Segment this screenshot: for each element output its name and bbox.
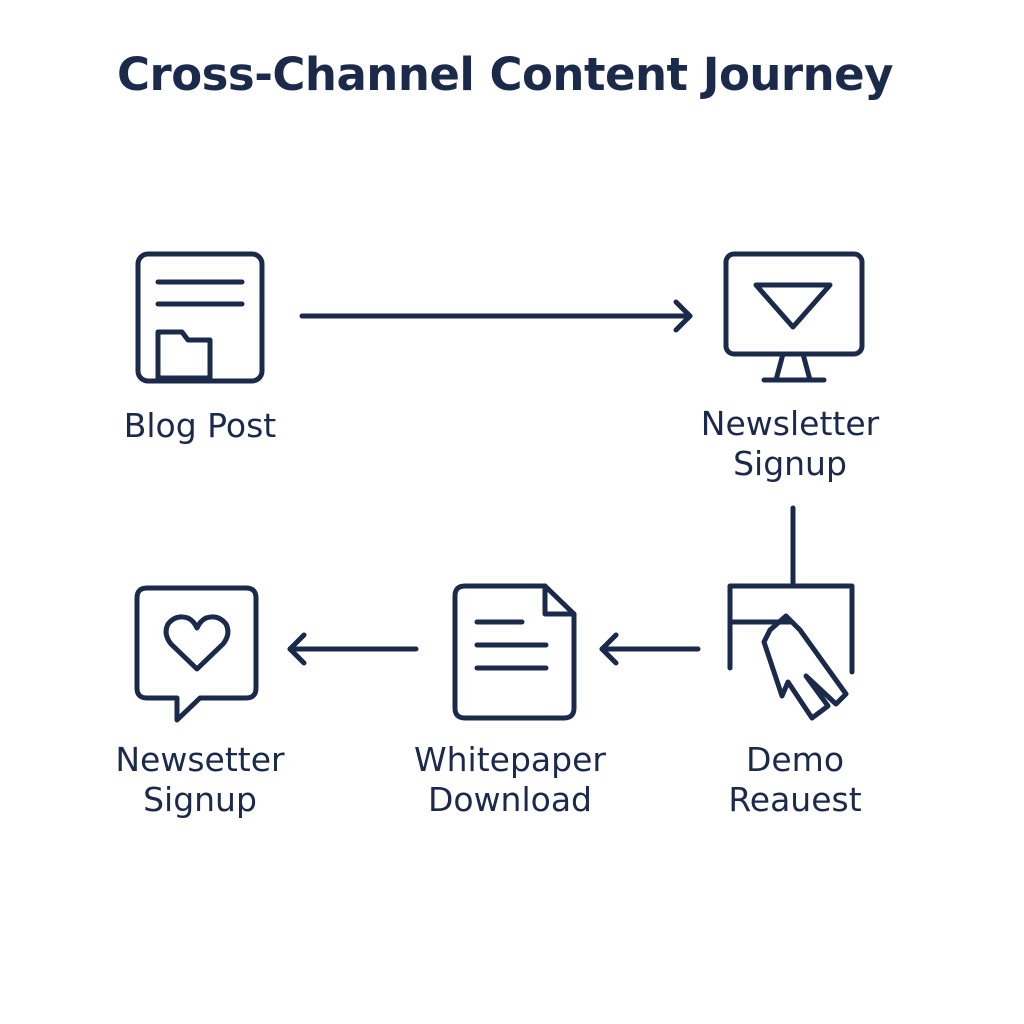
edge-whitepaper-to-newsletter [287,632,419,666]
edge-blog-to-newsletter [299,299,693,333]
node-label-whitepaper-download: Whitepaper Download [390,740,630,820]
node-label-newsletter-signup: Newsletter Signup [670,404,910,484]
article-icon [135,251,265,384]
heart-chat-icon [134,585,259,723]
node-label-line: Download [427,780,593,819]
monitor-icon [723,251,865,383]
node-label-newsetter-signup: Newsetter Signup [85,740,315,820]
node-label-line: Signup [143,780,257,819]
edge-demo-to-whitepaper [599,632,701,666]
diagram-title: Cross-Channel Content Journey [117,48,894,101]
node-label-line: Signup [733,444,847,483]
click-hand-icon [727,583,855,721]
node-label-line: Reauest [728,780,862,819]
node-label-line: Blog Post [123,406,277,445]
node-label-line: Newsletter [700,404,880,443]
node-label-demo-request: Demo Reauest [690,740,900,820]
node-label-line: Demo [745,740,845,779]
node-label-line: Newsetter [115,740,285,779]
document-icon [452,583,577,721]
node-label-line: Whitepaper [414,740,606,779]
node-label-blog-post: Blog Post [95,406,305,446]
